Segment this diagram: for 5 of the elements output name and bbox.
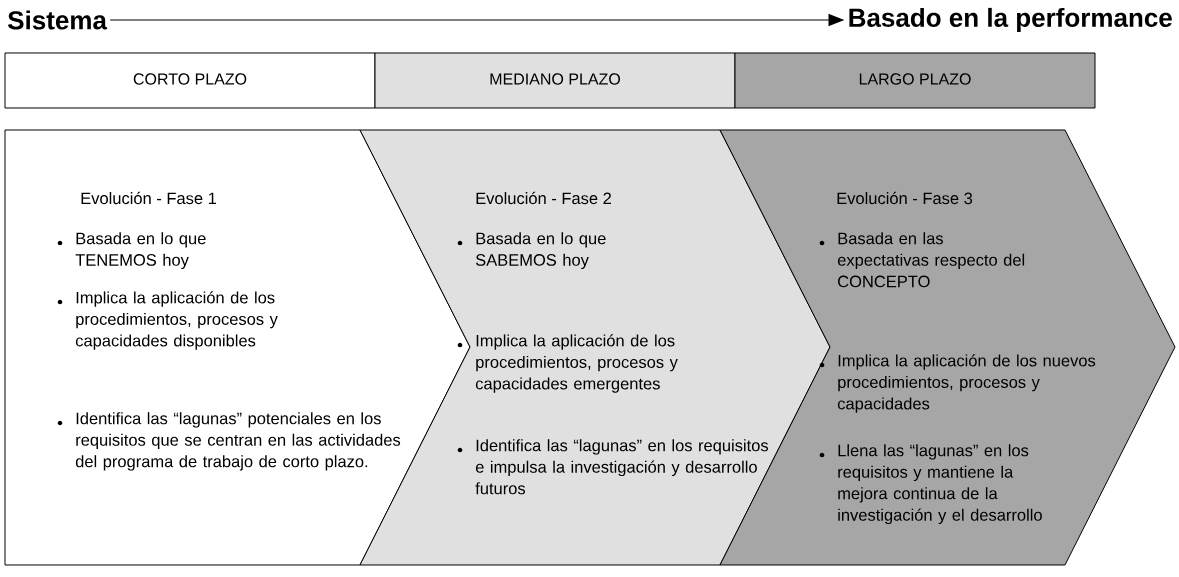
timeline-band: MEDIANO PLAZO <box>374 52 736 109</box>
heading-text: Sistema <box>7 10 108 30</box>
timeline-band: LARGO PLAZO <box>734 52 1096 109</box>
timeline-band: CORTO PLAZO <box>4 52 376 109</box>
heading-text: Basado en la performance <box>849 7 1172 33</box>
